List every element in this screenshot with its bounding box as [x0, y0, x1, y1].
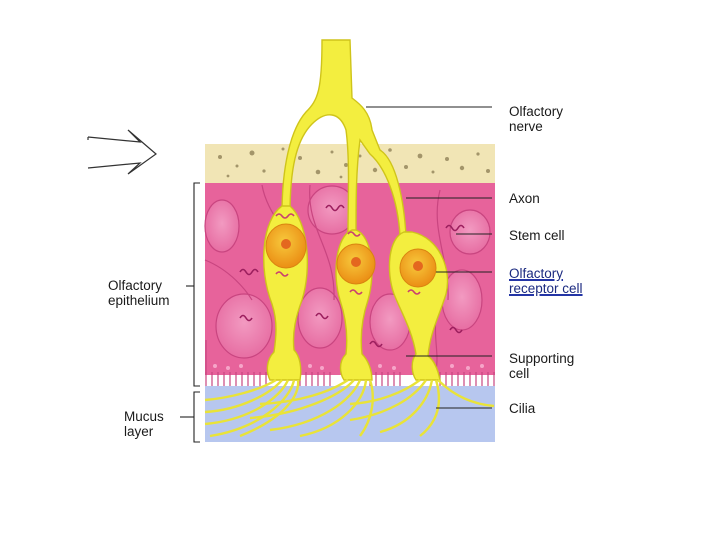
leader-lines	[366, 106, 492, 409]
label-mucus-layer: Mucus layer	[124, 409, 164, 439]
label-olfactory-nerve: Olfactory nerve	[509, 104, 564, 134]
label-axon: Axon	[509, 191, 540, 206]
epithelium-bracket	[186, 182, 200, 387]
label-cilia: Cilia	[509, 401, 536, 416]
label-olfactory-receptor-cell: Olfactory receptor cell	[509, 266, 583, 296]
label-supporting-cell: Supporting cell	[509, 351, 575, 381]
direction-arrow-icon	[87, 129, 157, 175]
label-olfactory-epithelium: Olfactory epithelium	[108, 278, 170, 308]
label-stem-cell: Stem cell	[509, 228, 565, 243]
cilia	[204, 378, 495, 438]
mucus-bracket	[180, 391, 200, 443]
nuclei	[265, 223, 437, 288]
